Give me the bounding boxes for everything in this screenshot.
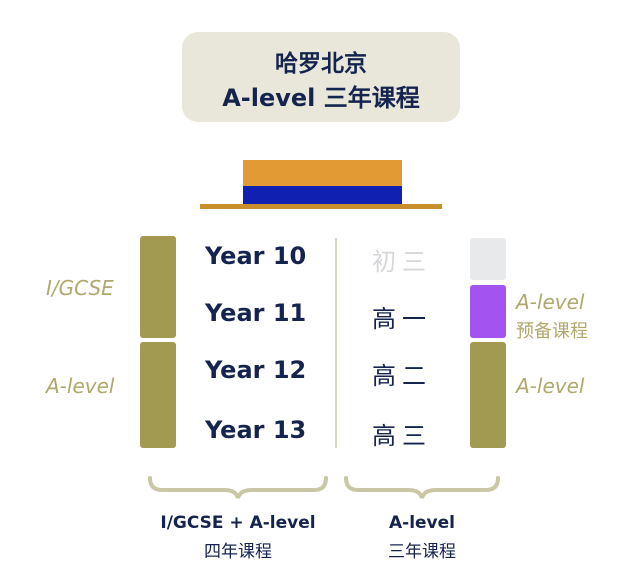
- year10-gray-bar: [470, 238, 506, 280]
- alevel-bar-right: [470, 342, 506, 448]
- year-11: Year 11: [205, 299, 307, 327]
- brace-left: [148, 476, 328, 499]
- title-line2: A-level 三年课程: [222, 84, 420, 112]
- bottom-left-line2: 四年课程: [204, 542, 272, 562]
- label-alevel-left: A-level: [46, 374, 115, 398]
- year-12: Year 12: [205, 356, 307, 384]
- label-prep-cn: 预备课程: [516, 321, 588, 342]
- hat-band: [243, 186, 402, 204]
- title-line1: 哈罗北京: [275, 51, 367, 77]
- label-igcse: I/GCSE: [46, 276, 114, 300]
- brace-right: [344, 476, 500, 499]
- hat-brim: [200, 204, 442, 209]
- divider: [335, 238, 337, 448]
- bottom-right-line1: A-level: [388, 513, 455, 533]
- grade-chusan: 初三: [372, 248, 432, 276]
- year-13: Year 13: [205, 416, 307, 444]
- title-box: 哈罗北京 A-level 三年课程: [182, 32, 460, 122]
- year-10: Year 10: [205, 242, 307, 270]
- grade-gaoer: 高二: [372, 362, 432, 390]
- grade-gaosan: 高三: [372, 422, 432, 450]
- prep-bar: [470, 285, 506, 338]
- label-alevel-right: A-level: [516, 374, 585, 398]
- igcse-bar: [140, 236, 176, 338]
- bottom-left-line1: I/GCSE + A-level: [160, 513, 316, 533]
- grade-gaoyi: 高一: [372, 305, 432, 333]
- alevel-bar-left: [140, 342, 176, 448]
- bottom-right-line2: 三年课程: [388, 542, 456, 562]
- label-prep: A-level: [516, 290, 585, 314]
- hat-top: [243, 160, 402, 186]
